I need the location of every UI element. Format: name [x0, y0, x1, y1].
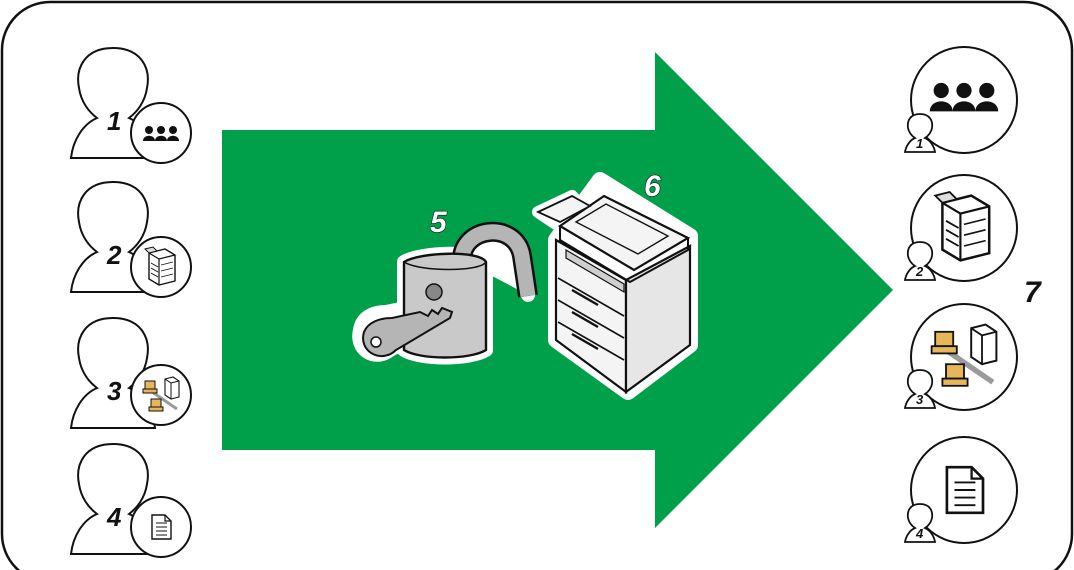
left-user-4-number: 4	[106, 502, 122, 532]
printer-icon	[144, 246, 176, 286]
document-icon	[945, 465, 985, 515]
right-item-3	[910, 303, 1018, 411]
right-item-1-person: 1	[904, 113, 936, 153]
lock-number: 5	[430, 206, 448, 239]
left-user-3-badge	[130, 364, 192, 426]
people-group-icon	[929, 82, 999, 112]
left-user-2-badge	[130, 236, 192, 298]
unlocked-padlock-with-key-icon: 5	[352, 205, 538, 365]
left-user-1: 1	[70, 47, 156, 159]
left-user-4-badge	[130, 496, 192, 558]
right-item-2-person: 2	[904, 241, 936, 281]
left-user-1-badge	[130, 102, 192, 164]
left-user-3-number: 3	[107, 376, 122, 406]
people-group-icon	[143, 126, 179, 141]
left-user-3: 3	[70, 317, 156, 429]
machine-number: 6	[644, 170, 661, 203]
right-item-3-number: 3	[916, 392, 924, 407]
right-item-4-number: 4	[915, 526, 924, 541]
printer-icon	[933, 190, 991, 262]
left-user-4: 4	[70, 443, 156, 555]
right-item-4	[910, 436, 1018, 544]
right-item-4-person: 4	[904, 503, 936, 543]
right-item-3-person: 3	[904, 369, 936, 409]
right-item-1	[910, 46, 1018, 154]
right-item-2-number: 2	[915, 264, 924, 279]
right-item-2	[910, 174, 1018, 282]
left-user-2-number: 2	[106, 240, 122, 270]
right-item-1-number: 1	[916, 136, 923, 151]
left-user-2: 2	[70, 181, 156, 293]
multifunction-printer-icon: 6	[532, 169, 698, 400]
document-icon	[151, 514, 172, 540]
left-user-1-number: 1	[107, 106, 121, 136]
right-group-number: 7	[1024, 276, 1042, 309]
